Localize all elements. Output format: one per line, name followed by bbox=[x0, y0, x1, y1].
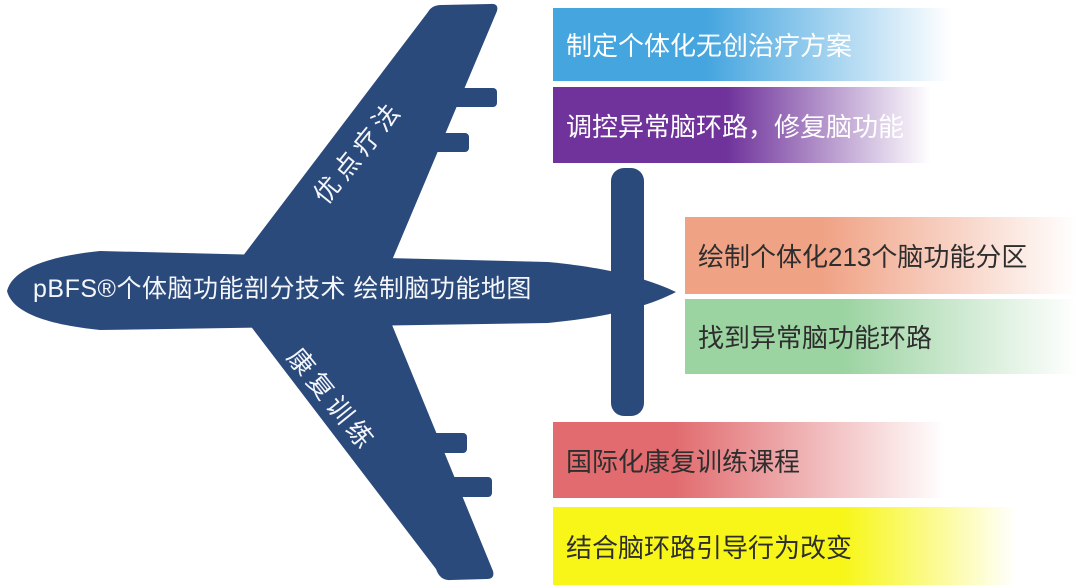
banner-treatment-plan: 制定个体化无创治疗方案 bbox=[553, 8, 955, 81]
banner-label: 制定个体化无创治疗方案 bbox=[566, 31, 853, 61]
banner-label: 调控异常脑环路，修复脑功能 bbox=[566, 111, 905, 142]
banner-regulate-circuit: 调控异常脑环路，修复脑功能 bbox=[553, 87, 938, 163]
banner-find-circuit: 找到异常脑功能环路 bbox=[685, 299, 1077, 374]
plane-fuselage bbox=[7, 251, 676, 330]
banner-rehab-course: 国际化康复训练课程 bbox=[553, 422, 953, 498]
fuselage-label: pBFS®个体脑功能剖分技术 绘制脑功能地图 bbox=[33, 275, 532, 303]
banner-map-parcellation: 绘制个体化213个脑功能分区 bbox=[685, 217, 1077, 294]
banner-label: 绘制个体化213个脑功能分区 bbox=[698, 242, 1028, 272]
plane-engine-bottom-outer bbox=[448, 477, 492, 497]
banner-behavior-change: 结合脑环路引导行为改变 bbox=[553, 507, 1021, 585]
plane-top-wing bbox=[236, 3, 498, 266]
banner-label: 国际化康复训练课程 bbox=[566, 446, 801, 477]
banner-label: 结合脑环路引导行为改变 bbox=[566, 532, 853, 563]
plane-bottom-wing bbox=[246, 320, 494, 581]
plane-engine-bottom-inner bbox=[430, 433, 467, 453]
plane-shape bbox=[7, 3, 676, 581]
plane-engine-top-inner bbox=[428, 133, 469, 152]
banner-label: 找到异常脑功能环路 bbox=[698, 323, 933, 353]
plane-engine-top-outer bbox=[452, 88, 497, 107]
plane-tail-stabilizer bbox=[611, 168, 644, 416]
